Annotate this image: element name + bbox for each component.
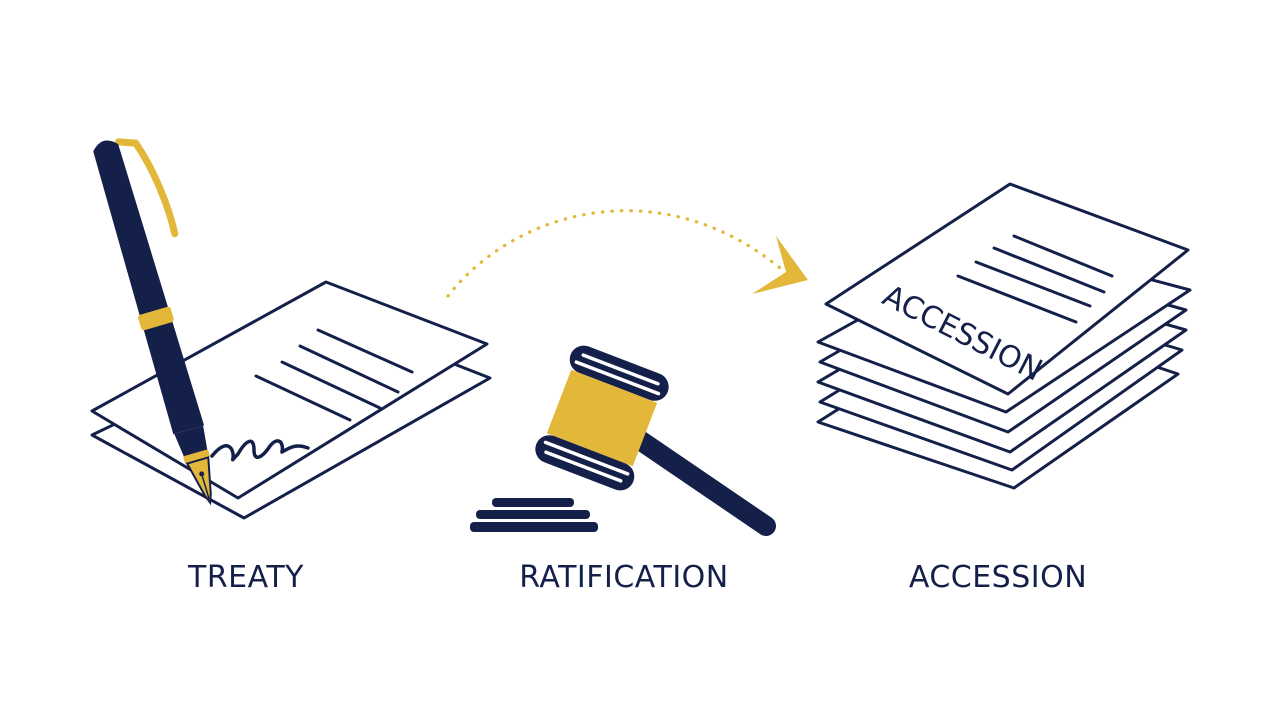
gavel-icon [470, 345, 776, 536]
signature-scribble [210, 439, 310, 462]
document-stack-icon: ACCESSION [816, 182, 1192, 490]
fountain-pen-icon [93, 138, 212, 506]
ratification-label: RATIFICATION [519, 560, 729, 595]
accession-label: ACCESSION [908, 560, 1088, 595]
treaty-label: TREATY [188, 560, 304, 595]
dotted-arrow-icon [446, 209, 808, 298]
